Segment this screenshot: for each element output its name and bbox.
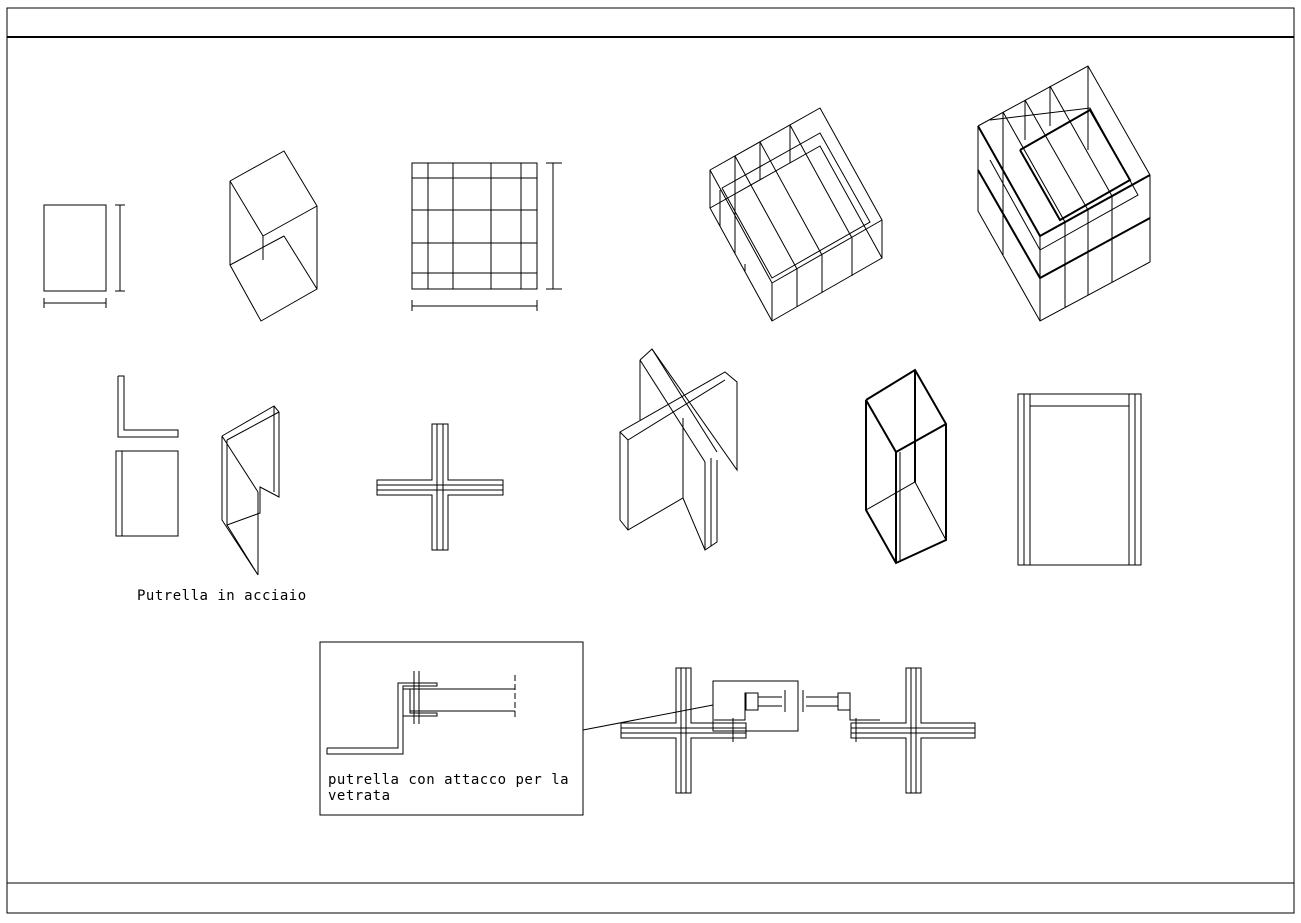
grid-isometric xyxy=(709,107,883,322)
connection-plan xyxy=(620,667,976,794)
cross-profile-isometric xyxy=(619,348,738,551)
angle-profile-isometric xyxy=(221,405,280,576)
detail-label-line2: vetrata xyxy=(328,788,391,804)
cross-profile-plan xyxy=(376,423,504,551)
panel-isometric xyxy=(229,150,318,322)
grid-cube-isometric xyxy=(977,65,1151,322)
sheet-frame xyxy=(6,7,1295,914)
grid-elevation xyxy=(411,162,562,311)
glass-panel-elevation xyxy=(1017,393,1142,566)
detail-box: putrella con attacco per la vetrata xyxy=(319,641,714,816)
angle-profile xyxy=(115,375,179,537)
steel-beam-label: Putrella in acciaio xyxy=(137,588,307,604)
panel-elevation xyxy=(43,204,125,308)
frame-isometric xyxy=(865,368,947,565)
detail-label-line1: putrella con attacco per la xyxy=(328,772,569,788)
